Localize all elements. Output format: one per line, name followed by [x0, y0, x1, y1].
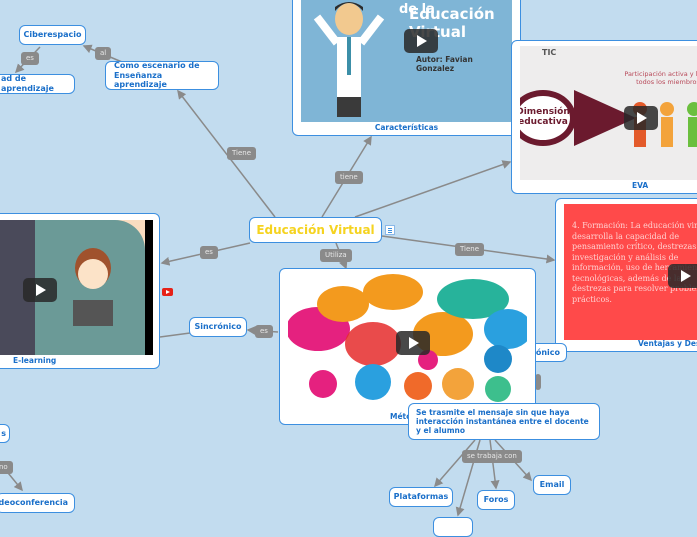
relation-al: al — [95, 47, 112, 60]
card-elearning[interactable]: E-learning — [0, 213, 160, 369]
node-partial-bottom[interactable] — [433, 517, 473, 537]
relation-es-sinc: es — [255, 325, 273, 338]
video-thumbnail[interactable]: TIC Dimensión educativa Participación ac… — [520, 46, 697, 180]
relation-tiene-right: Tiene — [455, 243, 485, 256]
relation-se-trabaja-con: se trabaja con — [462, 450, 522, 463]
central-topic[interactable]: Educación Virtual — [249, 217, 382, 243]
relation-es-left: es — [200, 246, 218, 259]
caption-caracteristicas: Características — [374, 123, 439, 132]
card-eva[interactable]: TIC Dimensión educativa Participación ac… — [511, 40, 697, 194]
eva-text: Participación activa y la de todos los m… — [624, 70, 697, 86]
node-foros[interactable]: Foros — [477, 490, 515, 510]
node-sincronico[interactable]: Sincrónico — [189, 317, 247, 337]
caption-eva: EVA — [632, 181, 649, 190]
card-ventajas[interactable]: 4. Formación: La educación virtual desar… — [555, 198, 697, 352]
relation-utiliza: Utiliza — [320, 249, 352, 262]
ventajas-text: 4. Formación: La educación virtual desar… — [572, 221, 697, 304]
node-ciberespacio[interactable]: Ciberespacio — [19, 25, 86, 45]
node-email[interactable]: Email — [533, 475, 571, 495]
card-metodos[interactable]: Métodos — [279, 268, 536, 425]
dimension-badge: Dimensión educativa — [520, 90, 576, 146]
relation-hidden — [535, 374, 541, 390]
video-title-1: Características de la — [399, 0, 509, 17]
caption-ventajas: Ventajas y Desv — [638, 339, 697, 348]
student-image — [73, 248, 113, 326]
relation-tiene-up: tiene — [335, 171, 363, 184]
relation-como-partial: no — [0, 461, 13, 474]
note-icon[interactable] — [385, 225, 395, 235]
card-caracteristicas[interactable]: Características de la Educación Virtual … — [292, 0, 521, 136]
youtube-icon[interactable] — [162, 288, 173, 296]
cartoon-man-image — [313, 2, 385, 117]
node-asincronico-descripcion[interactable]: Se trasmite el mensaje sin que haya inte… — [408, 403, 600, 440]
play-icon[interactable] — [396, 331, 430, 355]
play-icon[interactable] — [404, 29, 438, 53]
caption-elearning: E-learning — [13, 356, 57, 365]
video-thumbnail[interactable]: 4. Formación: La educación virtual desar… — [564, 204, 697, 340]
social-icons-image — [288, 274, 527, 402]
relation-tiene-left: Tiene — [227, 147, 257, 160]
play-icon[interactable] — [624, 106, 658, 130]
video-thumbnail[interactable]: Características de la Educación Virtual … — [301, 0, 512, 122]
node-plataformas[interactable]: Plataformas — [389, 487, 453, 507]
play-icon[interactable] — [23, 278, 57, 302]
node-videoconferencia[interactable]: Videoconferencia — [0, 493, 75, 513]
node-comunidad-aprendizaje[interactable]: ad de aprendizaje — [0, 74, 75, 94]
node-left-partial[interactable]: s — [0, 424, 10, 443]
relation-es-top: es — [21, 52, 39, 65]
video-author: Autor: Favian Gonzalez — [416, 55, 473, 73]
tic-logo: TIC — [542, 48, 557, 57]
play-icon[interactable] — [668, 264, 697, 288]
video-right-bar — [145, 220, 153, 355]
video-thumbnail[interactable] — [0, 220, 153, 355]
video-thumbnail[interactable] — [288, 274, 527, 402]
node-escenario-ensenanza[interactable]: Como escenario de Enseñanza aprendizaje — [105, 61, 219, 90]
